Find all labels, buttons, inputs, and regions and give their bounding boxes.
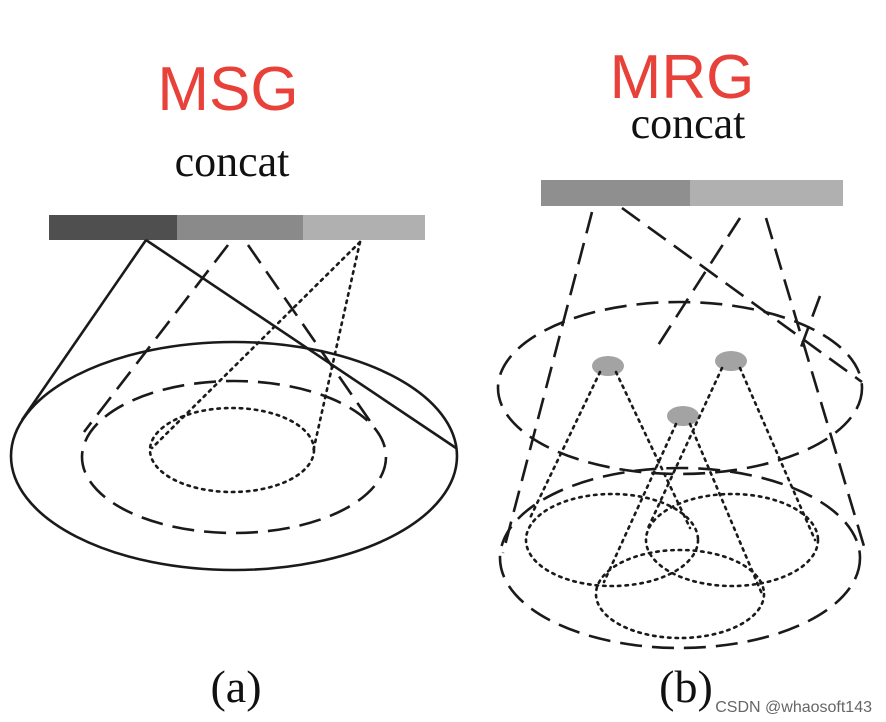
panel-b-dotted-line-1 xyxy=(528,370,602,520)
panel-b-dashed-line-5 xyxy=(798,295,822,351)
panel-a-bar-segment-1 xyxy=(49,215,177,240)
panel-a-medium-scale-ellipse xyxy=(80,379,388,535)
panel-b-neighborhood-2 xyxy=(644,492,820,588)
panel-b-caption: (b) xyxy=(659,661,713,712)
panel-a-large-scale-line-left xyxy=(20,239,148,421)
panel-a-msg: MSG concat (a) xyxy=(9,55,459,712)
panel-b-sample-point-3 xyxy=(667,406,699,426)
panel-b-sample-point-1 xyxy=(592,356,624,376)
panel-a-title: MSG xyxy=(157,55,298,124)
panel-a-concat-bar xyxy=(49,215,425,240)
panel-b-dotted-line-3 xyxy=(646,366,724,530)
panel-b-dotted-line-4 xyxy=(738,366,817,542)
panel-b-dotted-line-2 xyxy=(614,370,692,530)
panel-b-mrg: MRG concat xyxy=(496,43,868,712)
panel-a-bar-segment-3 xyxy=(303,215,425,240)
panel-b-concat-bar xyxy=(541,180,843,206)
panel-a-small-scale-ellipse xyxy=(148,406,316,494)
panel-b-dotted-line-5 xyxy=(602,422,678,584)
panel-a-bar-segment-2 xyxy=(177,215,303,240)
panel-b-title: MRG xyxy=(610,43,755,112)
panel-b-concat-label: concat xyxy=(631,99,746,148)
panel-b-neighborhood-1 xyxy=(524,492,700,588)
panel-b-lower-region-ellipse xyxy=(498,466,862,650)
panel-a-medium-scale-line-right xyxy=(246,244,374,425)
panel-a-small-scale-line-right xyxy=(311,240,362,454)
panel-b-bar-segment-1 xyxy=(541,180,690,206)
panel-b-upper-region-ellipse xyxy=(496,300,864,476)
panel-a-large-scale-ellipse xyxy=(9,340,459,572)
panel-a-concat-label: concat xyxy=(175,137,290,186)
panel-b-dashed-line-4 xyxy=(764,217,868,554)
panel-b-dotted-connections xyxy=(528,366,817,596)
panel-b-bar-segment-2 xyxy=(690,180,843,206)
watermark-text: CSDN @whaosoft143 xyxy=(715,699,872,716)
panel-b-dashed-line-1 xyxy=(501,211,594,554)
panel-b-dashed-line-2 xyxy=(621,206,863,384)
panel-b-neighborhood-3 xyxy=(594,548,766,640)
panel-a-large-scale-line-right xyxy=(145,238,457,450)
panel-a-caption: (a) xyxy=(210,661,261,712)
panel-b-dashed-line-3 xyxy=(653,217,742,351)
panel-b-dotted-line-6 xyxy=(688,422,764,596)
panel-a-small-scale-line-left xyxy=(150,240,362,450)
panel-a-medium-scale-line-left xyxy=(82,244,230,433)
panel-b-sample-point-2 xyxy=(715,351,747,371)
